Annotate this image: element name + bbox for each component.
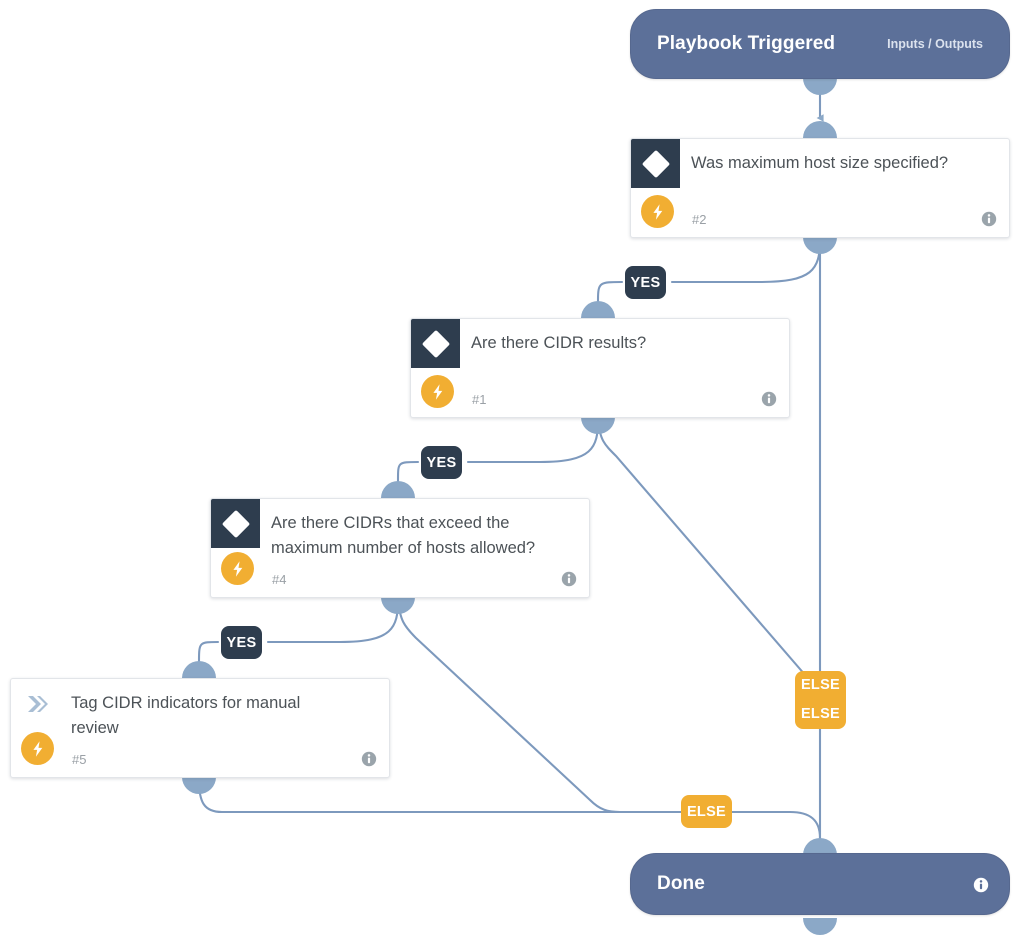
node-title: Are there CIDR results? <box>471 334 647 352</box>
edge-n2-yes-right <box>670 238 822 284</box>
node-number: #4 <box>272 572 287 587</box>
port-n1-out <box>581 417 615 434</box>
decision-diamond-icon <box>631 139 680 188</box>
edge-n1-yes-to-n4 <box>394 460 420 492</box>
port-n5-out <box>182 777 216 794</box>
node-title: Are there CIDRs that exceed the maximum … <box>271 514 536 557</box>
edge-label-else-n2[interactable]: ELSE ELSE <box>795 671 846 729</box>
lightning-bolt-icon <box>221 552 254 585</box>
edge-rail-to-done <box>729 810 824 849</box>
port-n4-in <box>381 481 415 498</box>
edge-label-else-upper: ELSE <box>800 677 841 693</box>
port-done-out <box>803 918 837 935</box>
port-start-out <box>803 78 837 95</box>
edge-n1-else-diagonal <box>596 418 822 718</box>
edge-label-else-to-done[interactable]: ELSE <box>681 795 732 828</box>
port-n5-in <box>182 661 216 678</box>
node-title: Tag CIDR indicators for manual review <box>71 694 301 737</box>
info-icon[interactable] <box>761 391 777 407</box>
edge-n4-yes-right <box>266 598 400 644</box>
info-icon[interactable] <box>981 211 997 227</box>
node-number: #2 <box>692 212 707 227</box>
node-card-1[interactable]: Are there CIDR results? #1 <box>410 318 790 418</box>
lightning-bolt-icon <box>21 732 54 765</box>
node-title: Playbook Triggered <box>657 33 836 54</box>
edge-label-else-lower: ELSE <box>800 706 841 722</box>
edge-label-yes-n4-n5[interactable]: YES <box>221 626 262 659</box>
port-n2-in <box>803 121 837 138</box>
node-number: #5 <box>72 752 87 767</box>
lightning-bolt-icon <box>421 375 454 408</box>
port-n4-out <box>381 597 415 614</box>
node-number: #1 <box>472 392 487 407</box>
edge-label-yes-n1-n4[interactable]: YES <box>421 446 462 479</box>
edge-label-yes-n2-n1[interactable]: YES <box>625 266 666 299</box>
edge-n4-else-diagonal <box>396 598 684 814</box>
port-n1-in <box>581 301 615 318</box>
double-chevron-icon <box>25 693 53 715</box>
decision-diamond-icon <box>211 499 260 548</box>
edge-n1-yes-right <box>466 418 600 464</box>
decision-diamond-icon <box>411 319 460 368</box>
edge-n4-yes-to-n5 <box>195 640 220 672</box>
info-icon[interactable] <box>361 751 377 767</box>
info-icon[interactable] <box>973 877 989 893</box>
node-playbook-triggered[interactable]: Playbook Triggered Inputs / Outputs <box>630 9 1010 79</box>
edge-n2-yes-to-n1 <box>594 280 624 312</box>
port-n2-out <box>803 237 837 254</box>
node-title: Done <box>657 873 705 894</box>
edge-n5-to-rail <box>197 778 684 814</box>
inputs-outputs-link[interactable]: Inputs / Outputs <box>887 37 983 51</box>
node-done[interactable]: Done <box>630 853 1010 915</box>
info-icon[interactable] <box>561 571 577 587</box>
node-title: Was maximum host size specified? <box>691 154 949 172</box>
node-card-4[interactable]: Are there CIDRs that exceed the maximum … <box>210 498 590 598</box>
lightning-bolt-icon <box>641 195 674 228</box>
node-card-5[interactable]: Tag CIDR indicators for manual review #5 <box>10 678 390 778</box>
node-card-2[interactable]: Was maximum host size specified? #2 <box>630 138 1010 238</box>
